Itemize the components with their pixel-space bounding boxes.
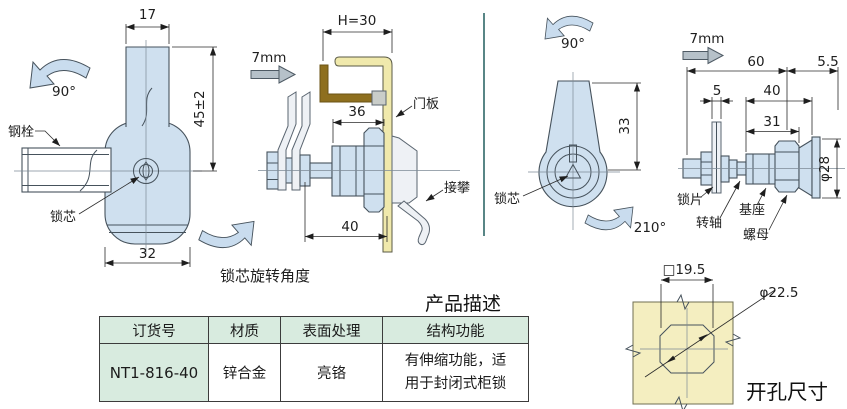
lock-core-circles [133,158,159,184]
cutout-hole [659,324,715,374]
svg-text:60: 60 [747,54,764,70]
dim-32: 32 [104,246,191,267]
dim-h30: H=30 [322,13,393,61]
svg-text:接攀: 接攀 [444,180,470,196]
dim-40-side: 40 [745,83,813,152]
svg-text:45±2: 45±2 [192,90,208,127]
core-triangle [564,163,582,179]
label-door-panel: 门板 [395,97,439,118]
lever-handle [125,46,170,127]
svg-text:□19.5: □19.5 [663,262,706,278]
cell-order-no: NT1-816-40 [99,343,209,402]
cam-lines [107,224,188,233]
svg-text:5: 5 [713,83,722,99]
nut-shape [774,140,800,193]
dim-dia28: φ28 [817,138,841,199]
cutout-view: □19.5 φ22.5 开孔尺寸 [624,262,828,409]
svg-text:33: 33 [617,117,633,134]
front-view: 90° 210° 33 锁芯 [494,15,667,236]
dim-dia-22-5: φ22.5 [760,285,799,301]
side-view: 7mm 60 5.5 5 40 31 [677,31,845,243]
svg-text:门板: 门板 [413,97,439,112]
label-steel-bolt: 钢栓 [8,125,61,147]
hex-nut-side [363,127,385,213]
door-panel-shape [334,56,393,253]
head-cone [798,139,813,197]
dim-33: 33 [592,82,641,171]
rotation-arrow-210 [584,206,634,231]
dim-45: 45±2 [172,46,217,172]
svg-text:5.5: 5.5 [817,54,838,70]
svg-text:转轴: 转轴 [696,216,722,231]
svg-text:7mm: 7mm [690,31,725,47]
steel-bolt-shape [21,147,112,193]
svg-text:36: 36 [348,104,365,120]
spec-table: 订货号 材质 表面处理 结构功能 NT1-816-40 锌合金 亮铬 有伸缩功能… [99,316,529,402]
dim-square-19-5: □19.5 [660,262,714,328]
table-title: 产品描述 [424,293,501,315]
lever-break-line [141,87,153,127]
svg-text:基座: 基座 [739,203,765,218]
header-order-no: 订货号 [99,316,209,344]
telescopic-strip-1 [277,91,297,191]
bolt-break-line [79,149,98,192]
label-base: 基座 [739,187,767,218]
label-nut: 螺母 [743,194,788,243]
svg-text:32: 32 [139,246,156,262]
cell-function: 有伸缩功能，适 用于封闭式柜锁 [382,343,529,402]
svg-text:40: 40 [341,219,358,235]
middle-view: H=30 7mm 36 40 门板 接攀 [250,13,470,253]
angle-90-label: 90° [52,84,76,100]
label-catch: 接攀 [425,180,470,202]
label-lock-core-front: 锁芯 [494,175,569,207]
cell-material: 锌合金 [208,343,281,402]
dim-31: 31 [746,114,800,143]
svg-text:螺母: 螺母 [743,228,769,243]
svg-text:7mm: 7mm [252,50,287,66]
label-lock-piece: 锁片 [677,186,714,208]
label-shaft: 转轴 [696,180,741,231]
travel-arrow-7mm-left: 7mm [250,50,297,84]
catch-plate [391,135,418,204]
svg-text:锁芯: 锁芯 [50,209,76,225]
cell-surface: 亮铬 [280,343,383,402]
svg-text:锁芯: 锁芯 [494,191,520,207]
dim-17: 17 [125,7,170,44]
head-flange [811,136,821,199]
table-data-row: NT1-816-40 锌合金 亮铬 有伸缩功能，适 用于封闭式柜锁 [99,343,529,402]
keyway-slot [569,144,577,163]
angle-210: 210° [634,220,667,236]
dim-5: 5 [700,83,733,119]
rotation-range-arrow [198,220,255,249]
svg-text:锁片: 锁片 [677,192,703,208]
rotation-arrow-90-front [544,15,594,40]
table-header-row: 订货号 材质 表面处理 结构功能 [99,316,529,344]
dim-40-middle: 40 [304,182,388,242]
svg-text:φ28: φ28 [817,156,833,182]
svg-text:钢栓: 钢栓 [8,125,34,140]
header-material: 材质 [208,316,281,344]
left-view: 17 45±2 32 90° 钢栓 锁芯 锁芯旋转角度 [8,7,310,285]
svg-text:H=30: H=30 [338,13,377,29]
angle-90-front: 90° [561,36,585,52]
rotation-caption: 锁芯旋转角度 [220,267,310,285]
svg-text:17: 17 [139,7,156,23]
bracket-pad [371,90,387,106]
svg-text:40: 40 [763,83,780,99]
dim-36: 36 [332,104,385,143]
rotation-arrow-90 [29,59,91,89]
base-shape [745,153,777,185]
catch-hook [397,200,430,246]
travel-arrow-7mm-right: 7mm [682,31,725,65]
header-surface: 表面处理 [280,316,383,344]
svg-text:31: 31 [763,114,780,130]
dim-60-55: 60 5.5 [686,54,839,155]
mounting-square [632,301,734,405]
lock-assembly-side [266,91,385,213]
header-function: 结构功能 [382,316,529,344]
cutout-caption: 开孔尺寸 [746,380,828,404]
frame-bracket [319,64,375,103]
label-lock-core-left: 锁芯 [50,176,140,225]
